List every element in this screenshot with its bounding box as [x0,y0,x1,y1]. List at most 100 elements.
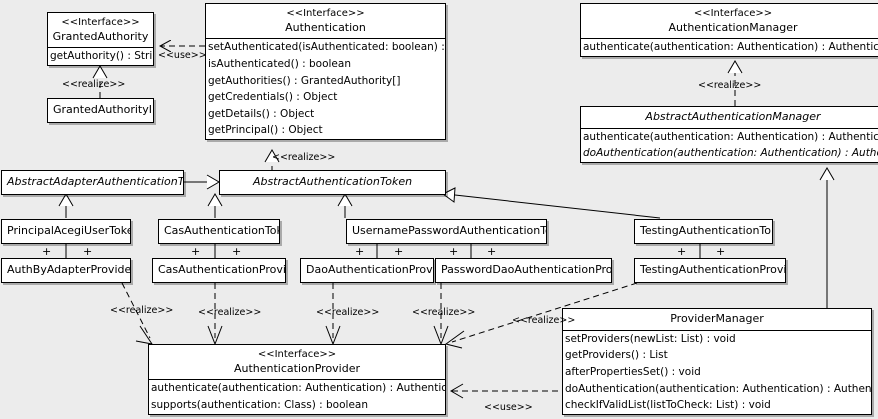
association-visibility-marker: + [487,245,497,258]
class-name: CasAuthenticationProvider [158,263,286,276]
class-header: AuthByAdapterProvider [2,259,130,282]
class-authentication-manager[interactable]: <<Interface>> AuthenticationManager auth… [580,3,878,57]
compartment-separator [563,329,871,331]
stereotype-label: <<Interface>> [61,17,140,28]
class-name: UsernamePasswordAuthenticationToken [352,224,546,237]
class-name: Authentication [285,20,366,34]
class-header: <<Interface>> GrantedAuthority [48,13,153,47]
class-provider-manager[interactable]: ProviderManager setProviders(newList: Li… [562,308,872,415]
edge-label-realize-password-dao-authentication-provider: <<realize>> [412,307,476,318]
class-principal-acegi-user-token[interactable]: PrincipalAcegiUserToken [1,219,131,244]
edge-generalize-casauthenticationtoken [207,193,223,218]
operation: authenticate(authentication: Authenticat… [151,382,446,395]
edge-generalize-providermanager [819,167,835,308]
class-header: <<Interface>> AuthenticationManager [581,4,878,38]
compartment-separator [48,47,153,49]
class-name: AuthenticationProvider [233,361,361,375]
compartment-separator [581,38,878,40]
class-name: AbstractAuthenticationToken [252,175,413,188]
operation: isAuthenticated() : boolean [208,57,351,70]
association-visibility-marker: + [191,245,201,258]
class-cas-authentication-provider[interactable]: CasAuthenticationProvider [152,258,286,283]
operation: supports(authentication: Class) : boolea… [151,398,368,411]
association-visibility-marker: + [355,245,365,258]
operations-compartment: authenticate(authentication: Authenticat… [581,129,878,162]
operations-compartment: authenticate(authentication: Authenticat… [581,39,878,56]
edge-label-realize-auth-by-adapter-provider: <<realize>> [110,305,174,316]
operations-compartment: setAuthenticated(isAuthenticated: boolea… [206,39,445,139]
class-header: ProviderManager [563,309,871,330]
class-header: AbstractAuthenticationManager [581,107,878,128]
compartment-separator [149,379,445,381]
class-header: TestingAuthenticationToken [635,220,772,243]
class-auth-by-adapter-provider[interactable]: AuthByAdapterProvider [1,258,131,283]
association-visibility-marker: + [83,245,93,258]
edge-label-realize-dao-authentication-provider: <<realize>> [316,307,380,318]
class-granted-authority-impl[interactable]: GrantedAuthorityImpl [47,98,154,123]
class-header: <<Interface>> Authentication [206,4,445,38]
stereotype-label: <<Interface>> [286,8,365,19]
operation: getAuthority() : String [50,50,153,63]
edge-generalize-abstractadapterauthenticationtoken [184,174,220,190]
class-abstract-adapter-authentication-token[interactable]: AbstractAdapterAuthenticationToken [1,170,184,195]
operation: authenticate(authentication: Authenticat… [583,41,878,54]
operation: checkIfValidList(listToCheck: List) : vo… [565,399,771,412]
operations-compartment: getAuthority() : String [48,48,153,65]
class-name: GrantedAuthority [52,29,149,43]
association-visibility-marker: + [677,245,687,258]
class-authentication-provider[interactable]: <<Interface>> AuthenticationProvider aut… [148,344,446,415]
edge-label-use-granted-authority: <<use>> [158,50,207,61]
operation: getAuthorities() : GrantedAuthority[] [208,74,401,87]
class-name: GrantedAuthorityImpl [53,103,153,116]
class-header: DaoAuthenticationProvider [301,259,433,282]
class-name: TestingAuthenticationProvider [640,263,785,276]
association-visibility-marker: + [232,245,242,258]
class-name: PrincipalAcegiUserToken [7,224,131,237]
class-name: CasAuthenticationToken [164,224,279,237]
edge-use-providermanager-authenticationprovider [450,383,558,399]
operation: doAuthentication(authentication: Authent… [583,147,878,160]
compartment-separator [581,127,878,129]
edge-generalize-principalacegiusertoken [58,193,74,218]
class-header: UsernamePasswordAuthenticationToken [347,220,546,243]
class-abstract-authentication-manager[interactable]: AbstractAuthenticationManager authentica… [580,106,878,164]
class-header: AbstractAuthenticationToken [220,171,445,194]
class-name: AbstractAuthenticationManager [645,110,821,123]
class-password-dao-authentication-provider[interactable]: PasswordDaoAuthenticationProvider [435,258,612,283]
class-testing-authentication-token[interactable]: TestingAuthenticationToken [634,219,773,244]
operation: getProviders() : List [565,349,668,362]
association-visibility-marker: + [449,245,459,258]
class-header: GrantedAuthorityImpl [48,99,153,122]
operation: getCredentials() : Object [208,91,338,104]
class-header: PrincipalAcegiUserToken [2,220,130,243]
class-dao-authentication-provider[interactable]: DaoAuthenticationProvider [300,258,434,283]
association-visibility-marker: + [716,245,726,258]
edge-label-realize-testing-authentication-provider: <<realize>> [512,315,576,326]
class-name: AuthenticationManager [668,20,798,34]
class-testing-authentication-provider[interactable]: TestingAuthenticationProvider [634,258,786,283]
class-header: AbstractAdapterAuthenticationToken [2,171,183,194]
class-header: PasswordDaoAuthenticationProvider [436,259,611,282]
class-abstract-authentication-token[interactable]: AbstractAuthenticationToken [219,170,446,195]
association-visibility-marker: + [42,245,52,258]
class-name: ProviderManager [670,312,764,325]
class-name: AbstractAdapterAuthenticationToken [7,175,184,188]
class-name: PasswordDaoAuthenticationProvider [441,263,612,276]
edge-label-realize-cas-authentication-provider: <<realize>> [198,307,262,318]
edge-generalize-testingauthenticationtoken [442,187,661,219]
class-header: CasAuthenticationProvider [153,259,285,282]
edge-label-realize-abstract-authentication-manager: <<realize>> [698,80,762,91]
operations-compartment: authenticate(authentication: Authenticat… [149,380,445,413]
operation: getDetails() : Object [208,107,315,120]
compartment-separator [206,38,445,40]
class-authentication[interactable]: <<Interface>> Authentication setAuthenti… [205,3,446,140]
class-username-password-authentication-token[interactable]: UsernamePasswordAuthenticationToken [346,219,547,244]
stereotype-label: <<Interface>> [257,349,337,360]
operation: getPrincipal() : Object [208,124,323,137]
class-header: TestingAuthenticationProvider [635,259,785,282]
class-cas-authentication-token[interactable]: CasAuthenticationToken [158,219,280,244]
operation: afterPropertiesSet() : void [565,366,701,379]
operations-compartment: setProviders(newList: List) : void getPr… [563,331,871,414]
association-visibility-marker: + [394,245,404,258]
class-granted-authority[interactable]: <<Interface>> GrantedAuthority getAuthor… [47,12,154,66]
